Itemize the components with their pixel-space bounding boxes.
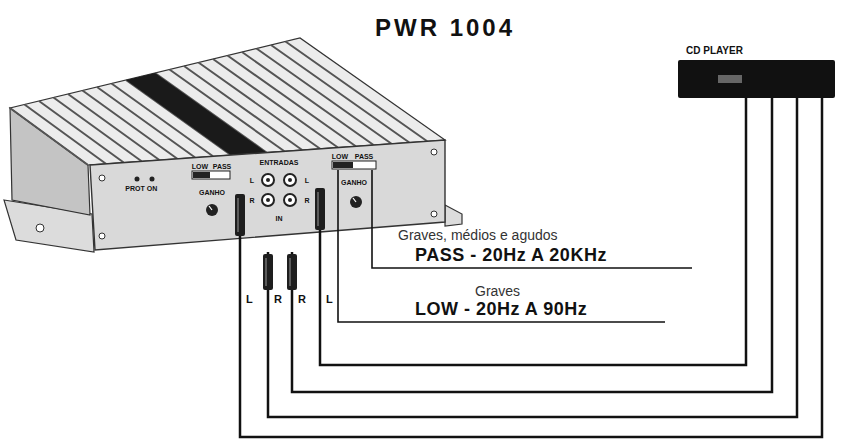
channel-label: R [249, 197, 254, 204]
switch-label: LOW [192, 163, 208, 170]
amplifier: PROTON LOW PASS GANHO ENTRADAS L L R R IN LOW PASS G… [88, 136, 448, 252]
switch-label: PASS [355, 153, 374, 160]
switch-toggle [193, 172, 210, 178]
channel-label: R [297, 294, 307, 305]
screw [99, 233, 105, 239]
channel-label: L [250, 177, 254, 184]
range-label: LOW - 20Hz A 90Hz [415, 300, 587, 318]
device-box [678, 60, 835, 98]
gain-knob [206, 204, 218, 216]
range-label: PASS - 20Hz A 20KHz [415, 246, 607, 264]
switch-toggle [333, 162, 353, 168]
device-label: CD PLAYER [686, 46, 835, 56]
rca-plug [315, 188, 325, 230]
switch [332, 161, 376, 169]
switch [192, 171, 230, 179]
channel-label: L [325, 294, 334, 305]
title: PWR 1004 [375, 16, 515, 40]
panel-outline [90, 140, 445, 250]
led-label: PROT [125, 185, 144, 192]
device-display [718, 75, 742, 83]
mounting-flange [445, 205, 462, 226]
leader-line [338, 170, 665, 322]
knob-pointer [209, 206, 212, 210]
plug-highlight [318, 192, 319, 226]
leader-line [372, 170, 692, 268]
channel-label: L [305, 177, 309, 184]
mounting-hole [36, 224, 44, 232]
led [135, 177, 140, 182]
knob-label: GANHO [199, 189, 225, 196]
channel-label: R [304, 197, 309, 204]
rca-jack-pin [288, 178, 292, 182]
rca-plug [235, 194, 245, 236]
input-heading: ENTRADAS [260, 159, 299, 166]
led [150, 177, 155, 182]
rca-jack [284, 194, 296, 206]
rca-jack [262, 194, 274, 206]
channel-label: R [273, 294, 283, 305]
screw [431, 211, 437, 217]
rca-jack-pin [288, 198, 292, 202]
heatsink-band [126, 73, 267, 155]
screw [431, 149, 437, 155]
cd-player: CD PLAYER [678, 46, 835, 98]
rca-jack [262, 174, 274, 186]
amplifier-panel [88, 136, 448, 252]
rca-plug [263, 254, 273, 290]
screw [99, 175, 105, 181]
rca-plug [287, 254, 297, 290]
plug-highlight [290, 258, 291, 286]
range-note: Graves, médios e agudos [398, 228, 558, 242]
knob-pointer [353, 198, 356, 202]
plug-highlight [238, 198, 239, 232]
switch-label: PASS [213, 163, 232, 170]
rca-jack-pin [266, 178, 270, 182]
rca-jack [284, 174, 296, 186]
rca-jack-pin [266, 198, 270, 202]
switch-label: LOW [332, 153, 348, 160]
knob-label: GANHO [341, 179, 367, 186]
channel-label: L [245, 294, 254, 305]
cable [319, 230, 322, 252]
input-label: IN [276, 215, 283, 222]
gain-knob [350, 196, 362, 208]
plug-highlight [266, 258, 267, 286]
range-note: Graves [475, 284, 520, 298]
cable [239, 236, 242, 252]
led-label: ON [147, 185, 158, 192]
